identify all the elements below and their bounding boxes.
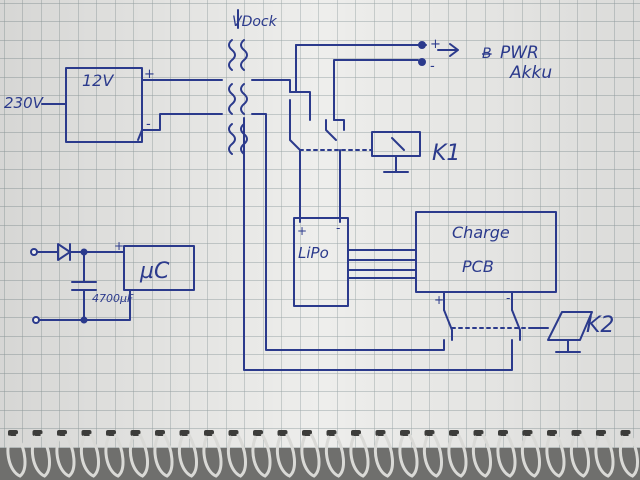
spiral-ring [447, 433, 468, 478]
spiral-hole [498, 430, 508, 436]
relay-k1-label: K1 [432, 141, 460, 166]
spiral-hole [375, 430, 386, 436]
spiral-hole [277, 430, 288, 436]
dock-label: VDock [232, 14, 278, 30]
relay-k2-coil [529, 311, 593, 341]
charger-pcb [415, 211, 557, 293]
psu-label: 12V [82, 71, 114, 90]
spiral-ring [349, 433, 370, 478]
lipo-battery [293, 217, 349, 307]
dock-neutral-rail [243, 117, 513, 371]
battery-minus-label: - [336, 221, 340, 235]
spiral-ring [472, 433, 492, 478]
spiral-ring [545, 433, 566, 478]
spiral-ring [251, 433, 272, 478]
spiral-hole [228, 430, 239, 436]
spiral-hole [57, 430, 67, 436]
dock-connector [228, 9, 248, 155]
spiral-ring [6, 433, 27, 478]
spiral-ring [570, 433, 590, 478]
dock-plus-rail [251, 79, 291, 93]
mcu-ground [35, 289, 131, 321]
spiral-hole [351, 430, 361, 436]
output-arrow [437, 43, 459, 57]
charger-label-pcb: PCB [462, 257, 494, 276]
spiral-ring [374, 433, 394, 478]
paper-sheet [0, 0, 640, 448]
mcu-label: µC [139, 259, 170, 284]
battery-plus-label: + [297, 224, 307, 238]
spiral-hole [400, 430, 410, 436]
mcu-plus-label: + [114, 239, 124, 253]
spiral-hole [596, 430, 606, 436]
psu-minus-wire [141, 113, 223, 131]
psu-minus-lead [137, 129, 143, 141]
spiral-ring [521, 433, 541, 478]
spiral-hole [302, 430, 312, 436]
mcu-box [123, 245, 195, 291]
spiral-ring [202, 433, 223, 478]
circuit-drawing [30, 9, 593, 371]
spiral-hole [571, 430, 582, 436]
spiral-hole [547, 430, 557, 436]
mcu-input-diode [31, 243, 125, 261]
spiral-ring [300, 433, 321, 478]
battery-label: LiPo [298, 244, 329, 262]
spiral-ring [619, 433, 639, 478]
spiral-hole [204, 430, 214, 436]
spiral-hole [81, 430, 92, 436]
output-label-akku: Akku [509, 63, 552, 83]
spiral-hole [155, 430, 165, 436]
out-plus-label: + [430, 37, 441, 52]
spiral-hole [130, 430, 141, 436]
out-minus-label: - [430, 59, 435, 74]
spiral-hole [620, 430, 631, 436]
spiral-hole [253, 430, 263, 436]
spiral-hole [326, 430, 337, 436]
spiral-hole [179, 430, 190, 436]
dock-minus-rail [251, 113, 445, 351]
spiral-ring [153, 433, 174, 478]
charger-minus-label: - [506, 291, 510, 305]
spiral-hole [8, 430, 18, 436]
spiral-ring [276, 433, 296, 478]
spiral-hole [32, 430, 43, 436]
spiral-ring [80, 433, 100, 478]
spiral-hole [473, 430, 484, 436]
spiral-ring [325, 433, 345, 478]
capacitor [71, 251, 97, 321]
charger-plus-label: + [434, 293, 444, 307]
spiral-hole [424, 430, 435, 436]
psu-minus-label: - [146, 117, 151, 132]
spiral-ring [496, 433, 517, 478]
spiral-binding [6, 430, 639, 478]
spiral-hole [522, 430, 533, 436]
balance-wires [347, 249, 417, 279]
spiral-hole [449, 430, 459, 436]
relay-k2-label: K2 [586, 313, 614, 338]
charger-label-charge: Charge [452, 223, 510, 242]
spiral-ring [31, 433, 51, 478]
spiral-ring [55, 433, 76, 478]
relay-k2-contacts [443, 309, 531, 341]
spiral-ring [594, 433, 615, 478]
spiral-ring [178, 433, 198, 478]
mains-label: 230V [4, 94, 45, 112]
spiral-ring [104, 433, 125, 478]
spiral-ring [423, 433, 443, 478]
capacitor-label: 4700µF [92, 292, 134, 305]
psu-plus-label: + [144, 67, 155, 82]
spiral-ring [227, 433, 247, 478]
handwritten-labels: VDock 230V 12V + - + - B PWR Akku K1 K2 … [4, 14, 614, 338]
output-label-pwr: PWR [500, 43, 539, 63]
output-minus-wire [333, 59, 419, 121]
spiral-ring [398, 433, 419, 478]
output-strike-label: B [482, 46, 492, 62]
spiral-ring [129, 433, 149, 478]
spiral-hole [106, 430, 116, 436]
